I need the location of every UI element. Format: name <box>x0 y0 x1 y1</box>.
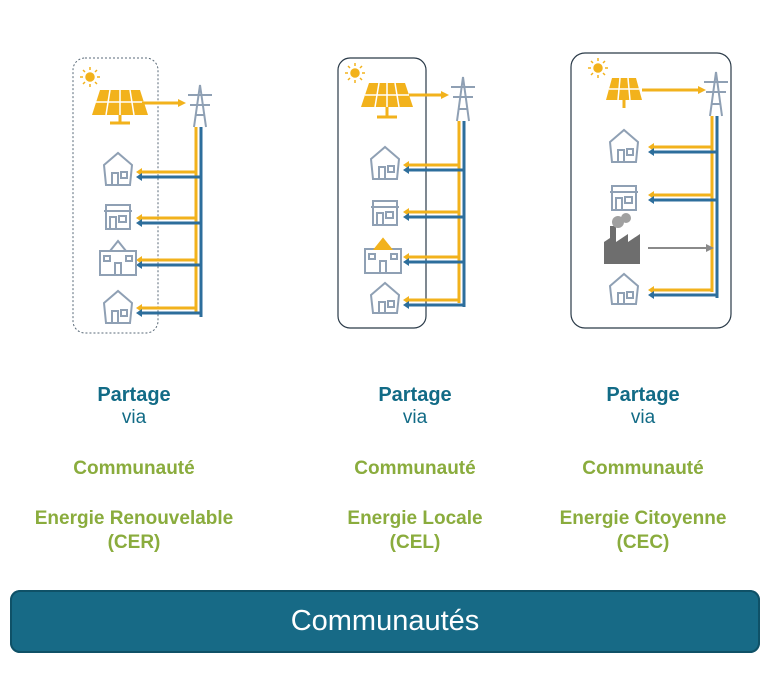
pylon-icon <box>188 84 212 128</box>
pylon-icon <box>451 76 475 122</box>
factory-icon <box>604 213 640 264</box>
caption-type: Energie Locale <box>347 508 483 529</box>
house-icon <box>102 151 134 186</box>
house-icon <box>608 272 640 305</box>
pylon-icon <box>704 71 728 117</box>
caption-cer: Partage via Communauté Energie Renouvela… <box>4 383 264 555</box>
caption-community: Communauté <box>354 458 476 479</box>
sun-icon <box>588 58 608 78</box>
sun-icon <box>80 67 100 87</box>
caption-cel: Partage via Communauté Energie Locale (C… <box>285 383 545 555</box>
shop-icon <box>104 204 132 230</box>
house-icon <box>369 281 401 314</box>
cer-diagram <box>72 57 212 334</box>
shop-icon <box>371 200 399 226</box>
house-icon <box>369 145 401 180</box>
sun-icon <box>345 63 365 83</box>
caption-title: Partage <box>97 384 171 406</box>
caption-type: Energie Renouvelable <box>34 508 234 529</box>
shop-icon <box>610 185 638 211</box>
caption-abbr: (CER) <box>107 532 161 553</box>
communautes-banner: Communautés <box>10 590 760 653</box>
house-icon <box>102 289 134 324</box>
house-icon <box>608 128 640 163</box>
solar-panel-icon <box>606 77 642 108</box>
caption-title: Partage <box>606 384 680 406</box>
caption-community: Communauté <box>582 458 704 479</box>
caption-abbr: (CEL) <box>389 532 441 553</box>
caption-title: Partage <box>378 384 452 406</box>
caption-cec: Partage via Communauté Energie Citoyenne… <box>513 383 767 555</box>
caption-type: Energie Citoyenne <box>559 508 727 529</box>
solar-panel-icon <box>361 82 413 119</box>
caption-via: via <box>121 407 147 428</box>
solar-panel-icon <box>92 89 148 125</box>
school-icon <box>99 239 137 276</box>
cel-diagram <box>337 57 475 329</box>
caption-via: via <box>630 407 656 428</box>
cec-diagram <box>570 52 732 329</box>
banner-label: Communautés <box>290 605 480 637</box>
caption-via: via <box>402 407 428 428</box>
caption-community: Communauté <box>73 458 195 479</box>
school-icon <box>364 237 402 274</box>
caption-abbr: (CEC) <box>616 532 670 553</box>
